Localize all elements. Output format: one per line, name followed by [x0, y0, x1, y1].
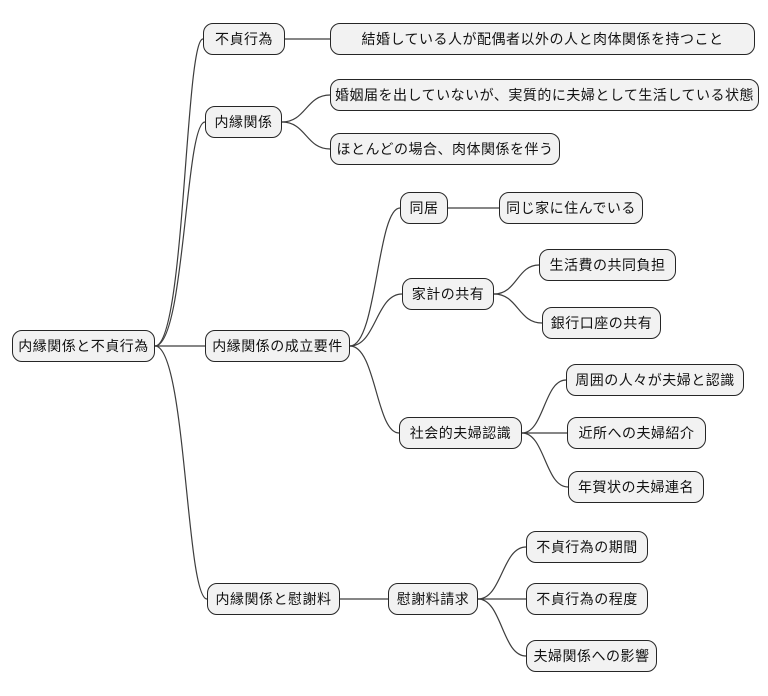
node-bank-account: 銀行口座の共有	[542, 307, 661, 339]
node-common-law-definition: 婚姻届を出していないが、実質的に夫婦として生活している状態	[330, 79, 759, 111]
node-infidelity: 不貞行為	[203, 23, 285, 55]
node-recognized-by-others: 周囲の人々が夫婦と認識	[566, 364, 744, 396]
edge-recognition-cards	[521, 432, 569, 488]
edge-common-law-def1	[281, 94, 331, 123]
node-common-law: 内縁関係	[205, 106, 282, 138]
node-cohabitation: 同居	[400, 192, 448, 224]
node-shared-finances: 家計の共有	[402, 278, 494, 310]
node-common-law-physical: ほとんどの場合、肉体関係を伴う	[330, 133, 560, 165]
edge-claim-duration	[477, 546, 527, 600]
node-compensation-claim: 慰謝料請求	[388, 583, 478, 615]
node-infidelity-definition: 結婚している人が配偶者以外の人と肉体関係を持つこと	[330, 23, 755, 55]
edge-requirements-cohabitation	[349, 207, 401, 347]
edge-root-infidelity	[154, 38, 204, 347]
node-new-year-cards: 年賀状の夫婦連名	[568, 471, 704, 503]
node-neighbor-introduction: 近所への夫婦紹介	[567, 417, 706, 449]
edge-finances-living-costs	[493, 264, 540, 295]
node-compensation: 内縁関係と慰謝料	[207, 583, 340, 615]
node-infidelity-severity: 不貞行為の程度	[526, 583, 648, 615]
edge-claim-impact	[477, 598, 527, 657]
edge-requirements-finances	[349, 293, 403, 347]
node-infidelity-duration: 不貞行為の期間	[526, 531, 648, 563]
node-cohabitation-detail: 同じ家に住んでいる	[499, 192, 643, 224]
edge-root-common-law	[154, 121, 206, 347]
edge-recognition-others	[521, 379, 567, 434]
edge-requirements-recognition	[349, 345, 400, 434]
edge-finances-bank-account	[493, 293, 543, 324]
edge-root-compensation	[154, 345, 208, 600]
node-requirements: 内縁関係の成立要件	[205, 330, 350, 362]
node-social-recognition: 社会的夫婦認識	[399, 417, 522, 449]
node-marriage-impact: 夫婦関係への影響	[526, 640, 657, 672]
node-living-costs: 生活費の共同負担	[539, 249, 676, 281]
node-root: 内縁関係と不貞行為	[12, 330, 155, 362]
edge-common-law-def2	[281, 121, 331, 150]
